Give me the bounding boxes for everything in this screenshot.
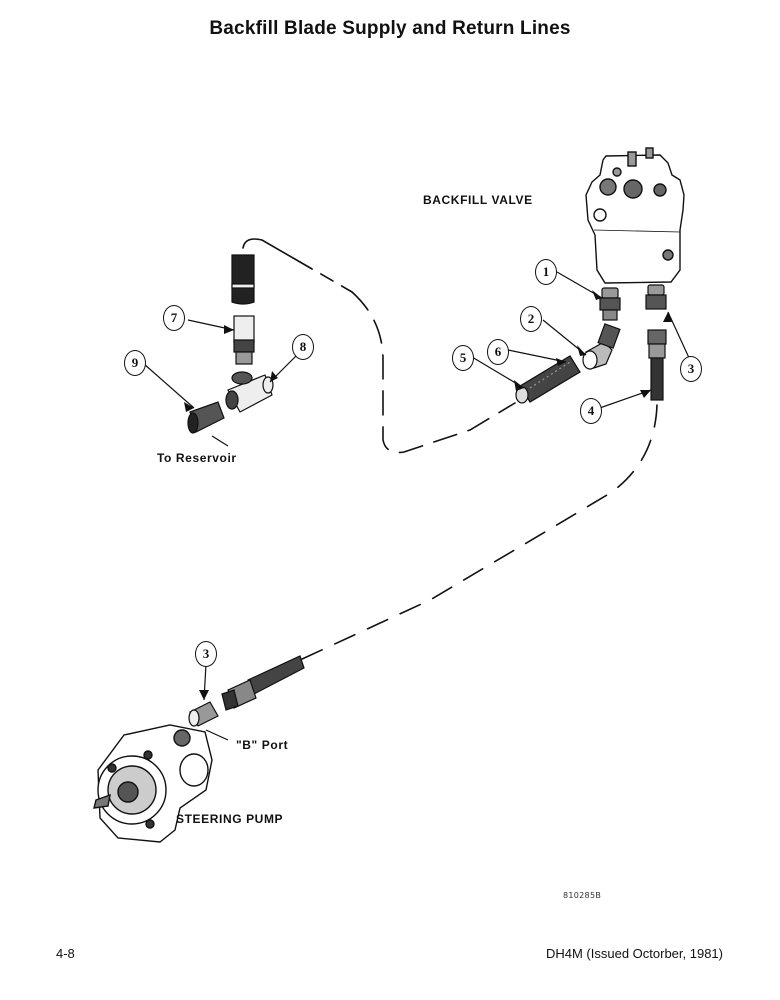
figure-number: 810285B <box>563 891 602 900</box>
callout-8: 8 <box>292 334 314 360</box>
page-number: 4-8 <box>56 946 75 961</box>
callout-1: 1 <box>535 259 557 285</box>
tee-fitting-8 <box>225 371 274 413</box>
leader-arrowheads <box>184 290 672 700</box>
hose-4 <box>647 329 667 401</box>
document-id: DH4M (Issued Octorber, 1981) <box>545 946 723 961</box>
b-port-label: "B" Port <box>236 738 289 752</box>
steering-pump-label: STEERING PUMP <box>176 812 284 826</box>
elbow-fitting-2 <box>582 323 621 370</box>
hose-5-6 <box>515 355 581 404</box>
callout-4: 4 <box>580 398 602 424</box>
callout-3-upper: 3 <box>680 356 702 382</box>
callout-3-lower: 3 <box>195 641 217 667</box>
fitting-1 <box>599 287 621 321</box>
steering-pump <box>93 724 213 843</box>
adapter-7 <box>233 315 255 365</box>
supply-line-path <box>299 404 658 661</box>
return-line-path <box>242 238 301 263</box>
callout-5: 5 <box>452 345 474 371</box>
backfill-valve-label: BACKFILL VALVE <box>423 193 533 207</box>
callout-6: 6 <box>487 339 509 365</box>
callout-9: 9 <box>124 350 146 376</box>
to-reservoir-label: To Reservoir <box>157 451 237 465</box>
callout-7: 7 <box>163 305 185 331</box>
fitting-3-upper <box>645 284 667 310</box>
callout-2: 2 <box>520 306 542 332</box>
backfill-valve <box>585 147 685 284</box>
hose-fitting-9 <box>187 401 225 434</box>
return-hose-end <box>231 254 255 305</box>
pump-hose <box>221 655 305 711</box>
page-title: Backfill Blade Supply and Return Lines <box>209 18 571 39</box>
fitting-3-lower <box>188 701 219 727</box>
